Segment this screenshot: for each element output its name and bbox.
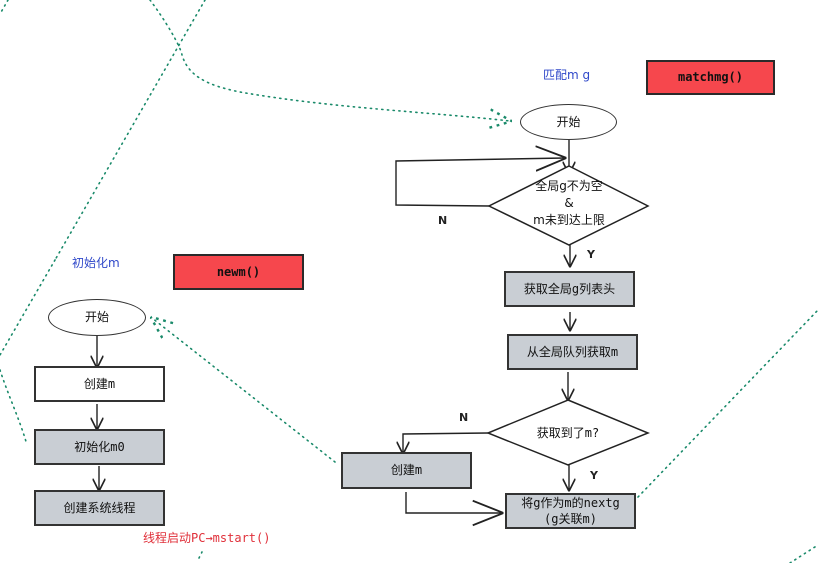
start-ellipse-newm: 开始 bbox=[48, 299, 146, 336]
loop-back-n-arrow bbox=[395, 158, 565, 207]
section-label-init-m: 初始化m bbox=[72, 256, 120, 270]
decision1-line-3: m未到达上限 bbox=[533, 213, 605, 227]
decision1-line-1: 全局g不为空 bbox=[535, 179, 603, 193]
dotted-connector-to-matchmg bbox=[149, 0, 510, 121]
process-get-global-g-head: 获取全局g列表头 bbox=[504, 271, 635, 307]
footnote-thread-start-pc: 线程启动PC→mstart() bbox=[143, 531, 271, 545]
function-box-matchmg: matchmg() bbox=[646, 60, 775, 95]
assign-line-1: 将g作为m的nextg bbox=[521, 496, 620, 510]
decision1-diamond bbox=[487, 165, 650, 246]
function-box-newm: newm() bbox=[173, 254, 304, 290]
arrow-create-m-to-assign bbox=[405, 492, 502, 513]
decision2-no-label: N bbox=[459, 411, 469, 424]
decision2-text: 获取到了m? bbox=[536, 426, 600, 440]
process-init-m0: 初始化m0 bbox=[34, 429, 165, 465]
dotted-connector-to-newm-start bbox=[152, 318, 336, 463]
process-create-m-right: 创建m bbox=[341, 452, 472, 489]
process-create-system-thread: 创建系统线程 bbox=[34, 490, 165, 526]
assign-line-2: (g关联m) bbox=[544, 512, 597, 526]
section-label-match-mg: 匹配m g bbox=[543, 68, 591, 82]
dotted-connector-diagonal-top bbox=[54, 0, 206, 261]
decision2-diamond bbox=[486, 399, 650, 466]
arrow-decision2-no-to-create-m bbox=[403, 432, 489, 453]
dotted-connector-bottom-right bbox=[789, 544, 819, 563]
dotted-connector-diagonal-mid bbox=[0, 259, 56, 356]
decision1-line-2: & bbox=[564, 196, 574, 210]
dotted-connector-bottom-mid bbox=[198, 551, 203, 559]
dotted-connector-left-arc bbox=[0, 369, 28, 446]
decision1-no-label: N bbox=[438, 214, 448, 227]
process-create-m: 创建m bbox=[34, 366, 165, 402]
decision1-text: 全局g不为空 & m未到达上限 bbox=[509, 178, 629, 229]
decision2-yes-label: Y bbox=[590, 469, 598, 482]
start-ellipse-matchmg: 开始 bbox=[520, 104, 617, 140]
process-get-m-from-global-queue: 从全局队列获取m bbox=[507, 334, 638, 370]
decision1-yes-label: Y bbox=[587, 248, 595, 261]
dotted-connector-right-diagonal bbox=[637, 309, 819, 498]
dotted-connector-top-left bbox=[0, 0, 9, 15]
process-assign-g-nextg: 将g作为m的nextg (g关联m) bbox=[505, 493, 636, 529]
